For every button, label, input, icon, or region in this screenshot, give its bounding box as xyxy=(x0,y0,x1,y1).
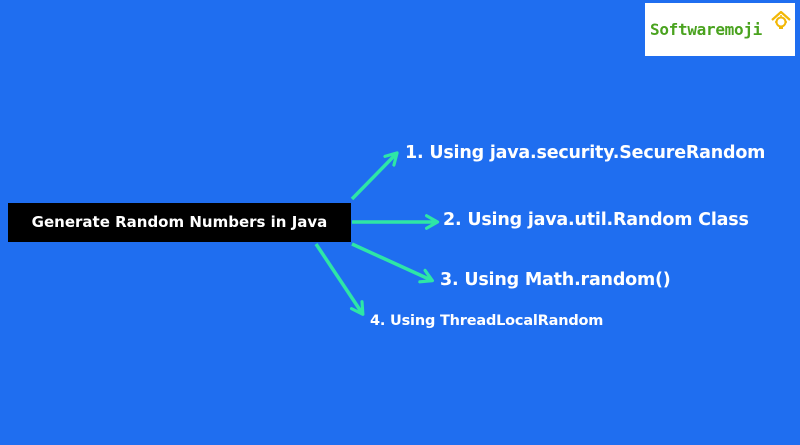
logo-text: Softwaremoji xyxy=(650,20,762,39)
branch-3-label: 3. Using Math.random() xyxy=(440,270,671,290)
branch-1-label: 1. Using java.security.SecureRandom xyxy=(405,143,766,163)
branch-4-label: 4. Using ThreadLocalRandom xyxy=(370,313,604,329)
softwaremoji-logo: Softwaremoji xyxy=(645,3,795,56)
arrow-1 xyxy=(350,151,399,201)
arrow-3 xyxy=(351,242,435,284)
central-topic: Generate Random Numbers in Java xyxy=(8,203,351,242)
branch-2-label: 2. Using java.util.Random Class xyxy=(443,210,749,230)
arrow-4 xyxy=(314,243,365,316)
lightbulb-house-icon xyxy=(771,10,791,29)
